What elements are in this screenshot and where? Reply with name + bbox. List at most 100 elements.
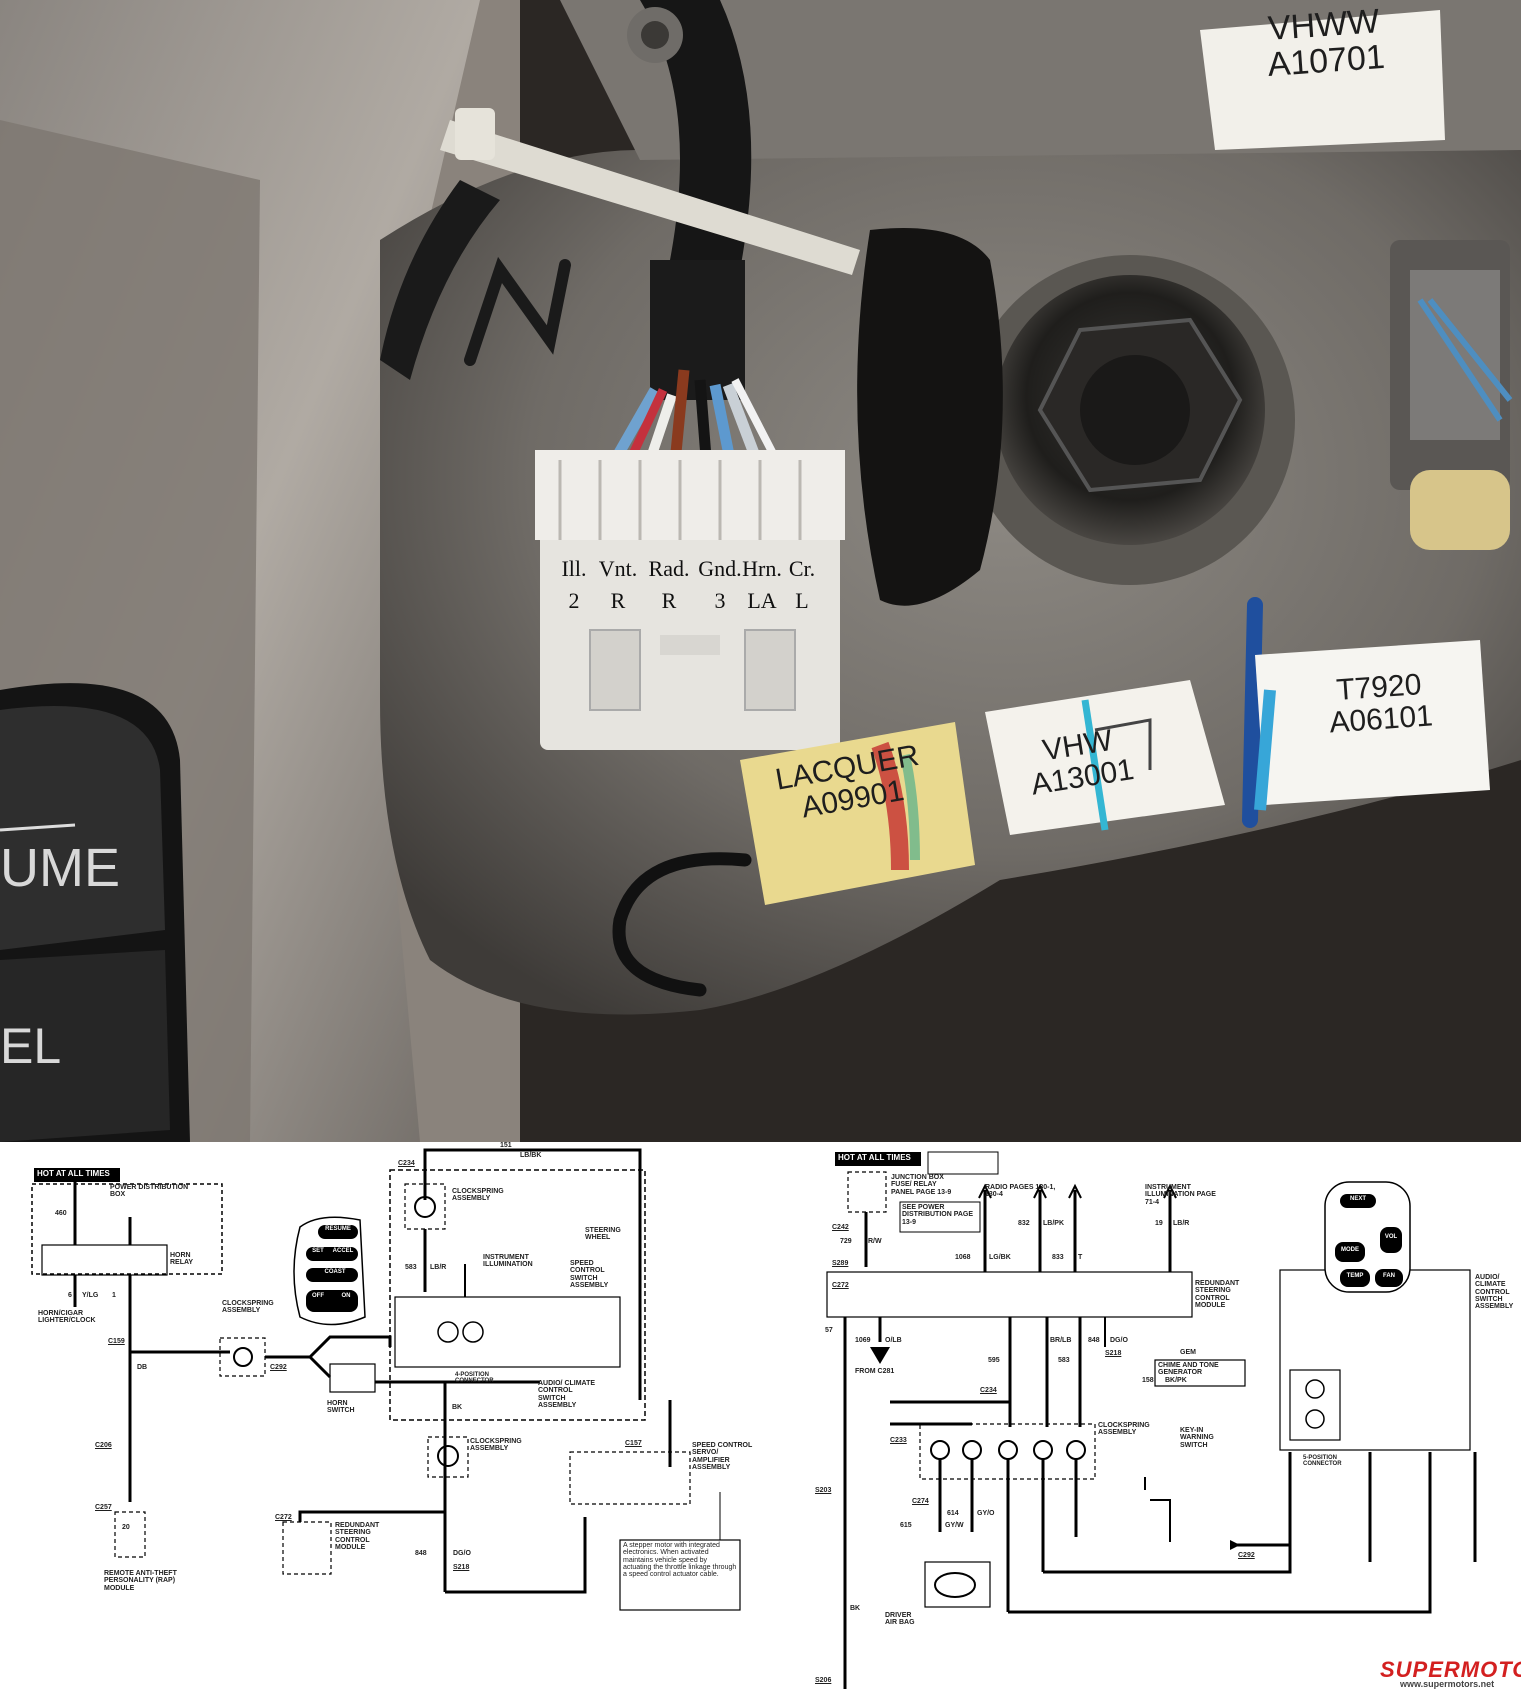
label-audio-switch-right: AUDIO/ CLIMATE CONTROL SWITCH ASSEMBLY — [1475, 1274, 1514, 1311]
rwire-729: 729 — [840, 1238, 852, 1245]
label-key-in: KEY-IN WARNING SWITCH — [1180, 1427, 1214, 1449]
label-junction: JUNCTION BOX FUSE/ RELAY PANEL PAGE 13-9 — [891, 1174, 952, 1196]
rconn-s218: S218 — [1105, 1350, 1122, 1357]
label-chime: CHIME AND TONE GENERATOR — [1158, 1362, 1219, 1377]
pin-code-ill: 2 — [568, 588, 580, 613]
rwire-614: 614 — [947, 1510, 959, 1517]
rwire-158: 158 — [1142, 1377, 1154, 1384]
label-rscm-right: REDUNDANT STEERING CONTROL MODULE — [1195, 1280, 1240, 1310]
rwire-848: 848 — [1088, 1337, 1100, 1344]
right-hot-header: HOT AT ALL TIMES — [838, 1153, 911, 1162]
label-steering-wheel: STEERING WHEEL — [585, 1227, 621, 1242]
wiring-diagrams: HOT AT ALL TIMES HOT AT ALL TIMES POWER … — [0, 1142, 1521, 1689]
rwire-br-lb: BR/LB — [1050, 1337, 1072, 1344]
pin-name-gnd: Gnd. — [698, 556, 742, 581]
rwire-t: T — [1078, 1254, 1083, 1261]
wire-dg-o: DG/O — [453, 1550, 471, 1557]
label-rscm-left: REDUNDANT STEERING CONTROL MODULE — [335, 1522, 380, 1552]
label-horn-switch: HORN SWITCH — [327, 1400, 355, 1415]
rwire-dg-o: DG/O — [1110, 1337, 1128, 1344]
rwire-r-w: R/W — [868, 1238, 882, 1245]
btn-on: ON — [341, 1293, 351, 1299]
rconn-c233: C233 — [890, 1437, 907, 1444]
label-connector4: 4-POSITION CONNECTOR — [455, 1372, 494, 1385]
pin-code-gnd: 3 — [714, 588, 726, 613]
btn-temp: TEMP — [1346, 1273, 1364, 1279]
rconn-c234: C234 — [980, 1387, 997, 1394]
pin-name-hrn: Hrn. — [742, 556, 782, 581]
pin-name-rad: Rad. — [648, 556, 690, 581]
label-audio-switch: AUDIO/ CLIMATE CONTROL SWITCH ASSEMBLY — [538, 1380, 596, 1410]
label-from-c281: FROM C281 — [855, 1368, 895, 1375]
left-hot-header: HOT AT ALL TIMES — [37, 1169, 110, 1178]
label-stepper-note: A stepper motor with integrated electron… — [623, 1542, 737, 1579]
label-power-box: POWER DISTRIBUTION BOX — [110, 1184, 189, 1199]
rwire-gy-w: GY/W — [945, 1522, 964, 1529]
label-clockspring-right: CLOCKSPRING ASSEMBLY — [1098, 1422, 1150, 1437]
sticker-t7920: T7920 A06101 — [1298, 666, 1462, 740]
btn-fan: FAN — [1383, 1273, 1395, 1279]
wire-y-lg: Y/LG — [82, 1292, 99, 1299]
label-clockspring-top: CLOCKSPRING ASSEMBLY — [452, 1188, 504, 1203]
watermark-brand: SUPERMOTORS — [1380, 1657, 1521, 1682]
wire-lb-r: LB/R — [430, 1264, 447, 1271]
rwire-lb-r: LB/R — [1173, 1220, 1190, 1227]
btn-set: SET — [312, 1248, 324, 1254]
rconn-c292: C292 — [1238, 1552, 1255, 1559]
cancel-button-text: EL — [0, 1018, 62, 1074]
pin-name-ill: Ill. — [561, 556, 587, 581]
pin-name-cr: Cr. — [788, 556, 816, 581]
label-connector5: 5-POSITION CONNECTOR — [1303, 1455, 1342, 1468]
btn-off: OFF — [312, 1293, 324, 1299]
wire-460: 460 — [55, 1210, 67, 1217]
pin-name-vnt: Vnt. — [598, 556, 638, 581]
rwire-bk-pk: BK/PK — [1165, 1377, 1187, 1384]
btn-coast: COAST — [324, 1269, 346, 1275]
wire-1: 1 — [112, 1292, 116, 1299]
rconn-c272: C272 — [832, 1282, 849, 1289]
rwire-lg-bk: LG/BK — [989, 1254, 1011, 1261]
label-horn-relay: HORN RELAY — [170, 1252, 194, 1267]
conn-s218: S218 — [453, 1564, 470, 1571]
conn-c157: C157 — [625, 1440, 642, 1447]
wire-6: 6 — [68, 1292, 72, 1299]
btn-mode: MODE — [1341, 1247, 1359, 1253]
label-see-power: SEE POWER DISTRIBUTION PAGE 13-9 — [902, 1204, 974, 1226]
wire-848: 848 — [415, 1550, 427, 1557]
rconn-s203: S203 — [815, 1487, 832, 1494]
pin-code-cr: L — [795, 588, 809, 613]
rwire-595: 595 — [988, 1357, 1000, 1364]
rwire-o-lb: O/LB — [885, 1337, 902, 1344]
label-driver-bag: DRIVER AIR BAG — [885, 1612, 915, 1627]
steering-wheel-photo: Ill. Vnt. Rad. Gnd. Hrn. Cr. 2 R R 3 LA … — [0, 0, 1521, 1142]
label-horn-lighter: HORN/CIGAR LIGHTER/CLOCK — [38, 1310, 96, 1325]
label-servo: SPEED CONTROL SERVO/ AMPLIFIER ASSEMBLY — [692, 1442, 753, 1472]
wire-583: 583 — [405, 1264, 417, 1271]
conn-c292: C292 — [270, 1364, 287, 1371]
conn-c234-top: C234 — [398, 1160, 415, 1167]
resume-button-text: UME — [0, 838, 120, 898]
sticker-vhww: VHWW A10701 — [1223, 1, 1427, 86]
rconn-c242: C242 — [832, 1224, 849, 1231]
wire-151: 151 — [500, 1142, 512, 1149]
rconn-s289: S289 — [832, 1260, 849, 1267]
pin-code-vnt: R — [610, 588, 626, 613]
pin-code-hrn: LA — [747, 588, 777, 613]
rwire-1068: 1068 — [955, 1254, 971, 1261]
conn-c257: C257 — [95, 1504, 112, 1511]
watermark-url: www.supermotors.net — [1400, 1679, 1495, 1689]
wire-lb-bk: LB/BK — [520, 1152, 542, 1159]
wiring-lines — [31, 1148, 1477, 1689]
photo-scene — [0, 0, 1521, 1142]
rwire-lb-pk: LB/PK — [1043, 1220, 1064, 1227]
label-instr-right: INSTRUMENT ILLUMINATION PAGE 71-4 — [1145, 1184, 1216, 1206]
label-radio: RADIO PAGES 130-1, 130-4 — [985, 1184, 1056, 1199]
rwire-57: 57 — [825, 1327, 833, 1334]
rwire-1069: 1069 — [855, 1337, 871, 1344]
rwire-gy-o: GY/O — [977, 1510, 995, 1517]
label-speed-switch: SPEED CONTROL SWITCH ASSEMBLY — [570, 1260, 609, 1290]
rwire-bk: BK — [850, 1605, 861, 1612]
rwire-19: 19 — [1155, 1220, 1163, 1227]
label-instr-illum: INSTRUMENT ILLUMINATION — [483, 1254, 533, 1269]
btn-accel: ACCEL — [332, 1248, 354, 1254]
